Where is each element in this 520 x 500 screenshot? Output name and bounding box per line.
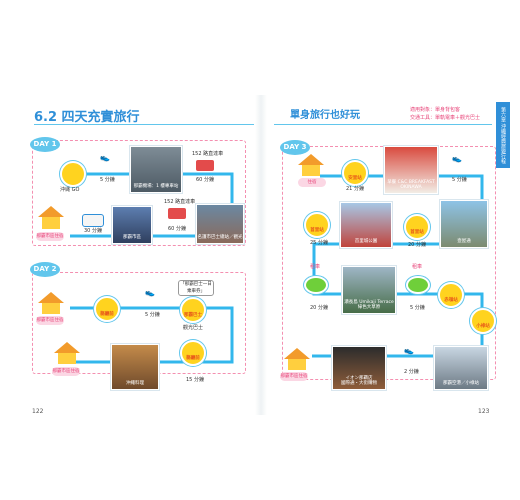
bus-icon bbox=[196, 160, 214, 171]
day3-hotel-label: 住宿 bbox=[298, 178, 326, 187]
house-icon bbox=[38, 292, 64, 303]
day3-time2: 20 分鐘 bbox=[408, 242, 426, 248]
day3-photo-aeon: イオン那覇店 國際通・大街購物 bbox=[332, 346, 386, 390]
day1-bus-info2: 152 路直達車 bbox=[164, 199, 196, 205]
day1-bus-time3: 60 分鐘 bbox=[168, 226, 186, 232]
day3-station4: 赤嶺站 bbox=[438, 282, 464, 308]
day2-time: 15 分鐘 bbox=[186, 377, 204, 383]
day1-bus-time: 60 分鐘 bbox=[196, 177, 214, 183]
day1-bus-time2: 30 分鐘 bbox=[84, 228, 102, 234]
right-page-number: 123 bbox=[478, 408, 490, 415]
day3-station3: 首里站 bbox=[304, 212, 330, 238]
walk-icon: 👟 bbox=[404, 346, 414, 355]
day1-walk-time: 5 分鐘 bbox=[100, 177, 115, 183]
right-heading: 單身旅行也好玩 bbox=[290, 110, 360, 121]
day1-station-caption: 沖縄 GO bbox=[60, 187, 80, 193]
left-heading-rule bbox=[34, 124, 254, 125]
right-heading-rule bbox=[274, 124, 492, 125]
day1-frame bbox=[32, 140, 246, 246]
house-icon bbox=[298, 154, 324, 165]
car-icon bbox=[304, 276, 328, 294]
car-icon bbox=[406, 276, 430, 294]
day3-time5: 5 分鐘 bbox=[410, 305, 425, 311]
house-body bbox=[58, 353, 76, 364]
day2-station2: 那霸巴士 bbox=[180, 297, 206, 323]
day3-time4: 20 分鐘 bbox=[310, 305, 328, 311]
day1-bus-info: 152 路直達車 bbox=[192, 151, 224, 157]
day3-car1-label: 租車 bbox=[310, 264, 321, 270]
day1-photo-city: 那霸市區 bbox=[112, 206, 152, 244]
right-info-line2: 交通工具：單軌電車＋觀光巴士 bbox=[410, 115, 481, 121]
day3-photo-shuri: 首里城公園 bbox=[340, 202, 392, 248]
day2-station2-sub: 觀光巴士 bbox=[183, 325, 204, 331]
day3-time3: 25 分鐘 bbox=[310, 240, 328, 246]
day1-photo-airport: 那霸機場：1 樓專車站 bbox=[130, 146, 182, 193]
walk-icon: 👟 bbox=[145, 288, 155, 297]
day1-badge: DAY 1 bbox=[30, 137, 60, 152]
day2-photo-food: 沖繩料理 bbox=[111, 344, 159, 390]
day2-station1: 縣廳前 bbox=[94, 296, 120, 322]
day3-photo-senaga: 瀨長島 Umikaji Terrace 綠色大草原 bbox=[342, 266, 396, 314]
day2-bubble-note: 「那霸巴士一日乘車券」 bbox=[178, 280, 214, 296]
right-info-line1: 適用對象：單身背包客 bbox=[410, 107, 461, 113]
house-icon bbox=[284, 348, 310, 359]
day3-photo-street: 壺屋通 bbox=[440, 200, 488, 248]
house-body bbox=[302, 165, 320, 176]
day3-time1: 21 分鐘 bbox=[346, 186, 364, 192]
day3-badge: DAY 3 bbox=[280, 140, 310, 155]
left-heading: 6.2 四天充實旅行 bbox=[34, 110, 140, 125]
book-spine bbox=[255, 95, 267, 415]
day3-car2-label: 租車 bbox=[412, 264, 423, 270]
day3-station2: 首里站 bbox=[404, 214, 430, 240]
day2-hotel2-label: 那霸市區住宿 bbox=[52, 367, 80, 376]
day2-station3: 縣廳前 bbox=[180, 340, 206, 366]
left-page-number: 122 bbox=[32, 408, 44, 415]
house-icon bbox=[54, 342, 80, 353]
house-body bbox=[288, 359, 306, 370]
day1-hotel-label: 那霸市區住宿 bbox=[36, 232, 64, 241]
day1-photo-nago: 名護市巴士總站／觀光 bbox=[196, 204, 244, 244]
house-body bbox=[42, 303, 60, 314]
bus-icon bbox=[168, 208, 186, 219]
walk-icon: 👟 bbox=[452, 154, 462, 163]
chapter-side-tab: 第六章 沖繩經典旅遊行程 bbox=[496, 102, 510, 168]
walk-icon: 👟 bbox=[100, 153, 110, 162]
monorail-icon bbox=[82, 214, 104, 227]
day3-station1: 安里站 bbox=[342, 160, 368, 186]
day2-hotel-label: 那霸市區住宿 bbox=[36, 316, 64, 325]
day3-station5: 小祿站 bbox=[470, 308, 496, 334]
day1-station-airport bbox=[60, 161, 86, 187]
day3-walk1: 5 分鐘 bbox=[452, 177, 467, 183]
day3-photo-breakfast: 早餐 C&C BREAKFAST OKINAWA bbox=[384, 146, 438, 194]
house-icon bbox=[38, 206, 64, 217]
house-body bbox=[42, 217, 60, 229]
day2-walk-time: 5 分鐘 bbox=[145, 312, 160, 318]
day3-photo-airport: 那霸空港／小祿站 bbox=[434, 346, 488, 390]
day3-walk2: 2 分鐘 bbox=[404, 369, 419, 375]
day2-badge: DAY 2 bbox=[30, 262, 60, 277]
day3-hotel2-label: 那霸市區住宿 bbox=[280, 372, 308, 381]
